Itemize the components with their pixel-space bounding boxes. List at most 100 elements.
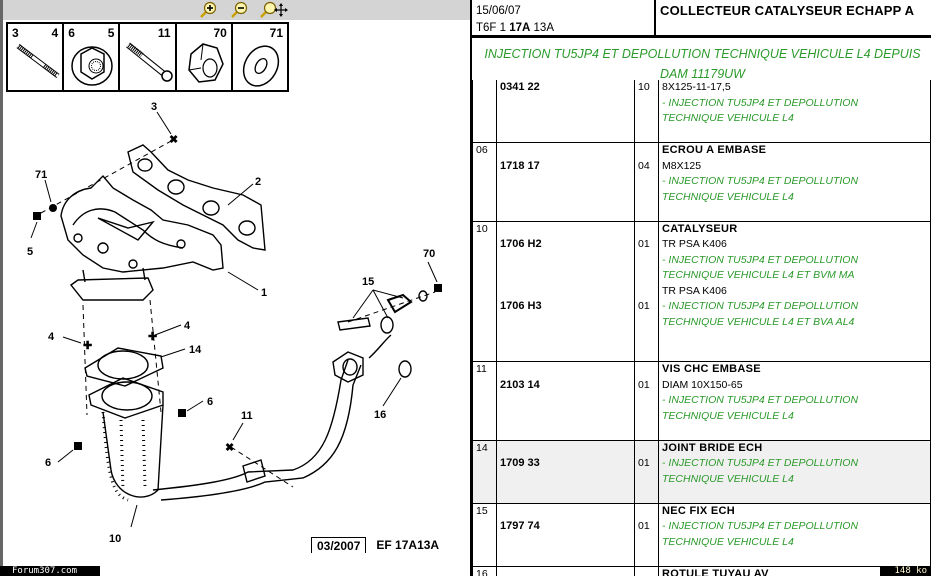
washer-icon bbox=[242, 45, 279, 87]
part-spec: M8X125 bbox=[662, 159, 702, 172]
stamp-code: EF 17A13A bbox=[376, 538, 440, 552]
callout-4-right[interactable]: 4 bbox=[184, 320, 191, 332]
spacer bbox=[500, 205, 631, 221]
spacer bbox=[500, 268, 631, 284]
part-cell-bolt[interactable]: 11 bbox=[120, 24, 177, 90]
diagram-pane: 3 4 6 5 11 bbox=[0, 0, 470, 576]
svg-text:✚: ✚ bbox=[83, 340, 92, 352]
part-reference: 1797 74 bbox=[500, 520, 540, 532]
rep-number: 11 bbox=[476, 363, 487, 375]
callout-70[interactable]: 70 bbox=[423, 248, 435, 260]
guide-lines bbox=[40, 139, 436, 488]
rep-number: 06 bbox=[476, 144, 488, 156]
part-number: 3 bbox=[12, 26, 19, 40]
callout-6-right[interactable]: 6 bbox=[207, 396, 213, 408]
callout-10[interactable]: 10 bbox=[109, 533, 121, 545]
forum-badge: Forum307.com bbox=[0, 566, 100, 576]
applicability-note: - INJECTION TU5JP4 ET DEPOLLUTION bbox=[662, 300, 859, 312]
spacer bbox=[500, 567, 631, 576]
callout-11[interactable]: 11 bbox=[241, 410, 253, 422]
callout-2[interactable]: 2 bbox=[255, 176, 261, 188]
part-reference: 1706 H3 bbox=[500, 300, 542, 312]
spacer bbox=[638, 487, 655, 503]
zoom-toolbar bbox=[3, 0, 470, 20]
cell-reference: 0341 22 bbox=[496, 80, 635, 143]
diagram-stamp: 03/2007 EF 17A13A bbox=[311, 537, 439, 553]
spacer bbox=[500, 96, 631, 112]
spacer bbox=[638, 111, 655, 127]
spacer bbox=[500, 222, 631, 238]
spacer bbox=[500, 550, 631, 566]
callout-5[interactable]: 5 bbox=[27, 246, 33, 258]
applicability-note: INJECTION TU5JP4 ET DEPOLLUTION TECHNIQU… bbox=[472, 41, 931, 85]
zoom-pan-button[interactable] bbox=[258, 1, 288, 19]
callout-16[interactable]: 16 bbox=[374, 409, 386, 421]
quantity: 10 bbox=[638, 81, 650, 93]
part-spec: 8X125-11-17,5 bbox=[662, 81, 731, 93]
catalytic-converter-drawing bbox=[84, 290, 428, 502]
callout-6-left[interactable]: 6 bbox=[45, 457, 51, 469]
part-title: VIS CHC EMBASE bbox=[662, 363, 761, 375]
applicability-note: - INJECTION TU5JP4 ET DEPOLLUTION bbox=[662, 175, 859, 187]
stud-icon bbox=[16, 44, 60, 78]
part-cell-stud[interactable]: 3 4 bbox=[8, 24, 65, 90]
part-cell-lock-nut[interactable]: 70 bbox=[177, 24, 233, 90]
cell-rep: 06 bbox=[472, 142, 497, 222]
spacer bbox=[500, 315, 631, 331]
quantity: 01 bbox=[638, 238, 650, 250]
svg-text:✖: ✖ bbox=[169, 134, 178, 146]
spacer bbox=[500, 143, 631, 159]
spacer bbox=[500, 284, 631, 300]
spacer bbox=[638, 550, 655, 566]
table-row[interactable]: 161712 C401ROTULE TUYAU AV- INJECTION TU… bbox=[472, 565, 931, 576]
stamp-date: 03/2007 bbox=[311, 537, 367, 553]
cell-quantity: 10 bbox=[634, 80, 659, 143]
spacer bbox=[638, 222, 655, 238]
part-reference: 2103 14 bbox=[500, 378, 540, 391]
spacer bbox=[500, 393, 631, 409]
spacer bbox=[638, 330, 655, 346]
zoom-in-button[interactable] bbox=[198, 1, 220, 19]
applicability-note: - INJECTION TU5JP4 ET DEPOLLUTION bbox=[662, 394, 859, 406]
callout-71[interactable]: 71 bbox=[35, 169, 47, 181]
callout-15[interactable]: 15 bbox=[362, 276, 374, 288]
spacer bbox=[500, 190, 631, 206]
part-spec: TR PSA K406 bbox=[662, 284, 727, 297]
cell-rep: 16 bbox=[472, 565, 497, 576]
callout-14[interactable]: 14 bbox=[189, 344, 202, 356]
part-number: 70 bbox=[213, 26, 227, 40]
spacer bbox=[638, 472, 655, 488]
part-number: 6 bbox=[68, 26, 75, 40]
spacer bbox=[638, 190, 655, 206]
part-spec: TR PSA K406 bbox=[662, 238, 727, 250]
cell-rep: 11 bbox=[472, 361, 497, 441]
part-number: 5 bbox=[107, 26, 115, 40]
callout-1[interactable]: 1 bbox=[261, 287, 267, 299]
applicability-note: TECHNIQUE VEHICULE L4 bbox=[662, 190, 794, 203]
file-size-badge: 148 ko bbox=[880, 566, 931, 576]
callout-3[interactable]: 3 bbox=[151, 101, 157, 113]
exploded-view-diagram: ✖ ✚ ✚ ✖ bbox=[27, 101, 442, 545]
bolt-icon bbox=[126, 42, 174, 82]
cell-reference: 2103 14 bbox=[496, 361, 635, 441]
quantity: 01 bbox=[638, 457, 650, 469]
part-cell-washer[interactable]: 71 bbox=[233, 24, 287, 90]
zoom-out-button[interactable] bbox=[229, 1, 251, 19]
quantity: 01 bbox=[638, 520, 650, 532]
spacer bbox=[500, 362, 631, 378]
part-cell-flange-nut[interactable]: 6 5 bbox=[64, 24, 121, 90]
spacer bbox=[500, 127, 631, 143]
header-info: 15/06/07 T6F 1 17A 13A bbox=[476, 3, 554, 37]
flange-nut-icon bbox=[71, 46, 113, 86]
callout-4-left[interactable]: 4 bbox=[48, 331, 55, 343]
